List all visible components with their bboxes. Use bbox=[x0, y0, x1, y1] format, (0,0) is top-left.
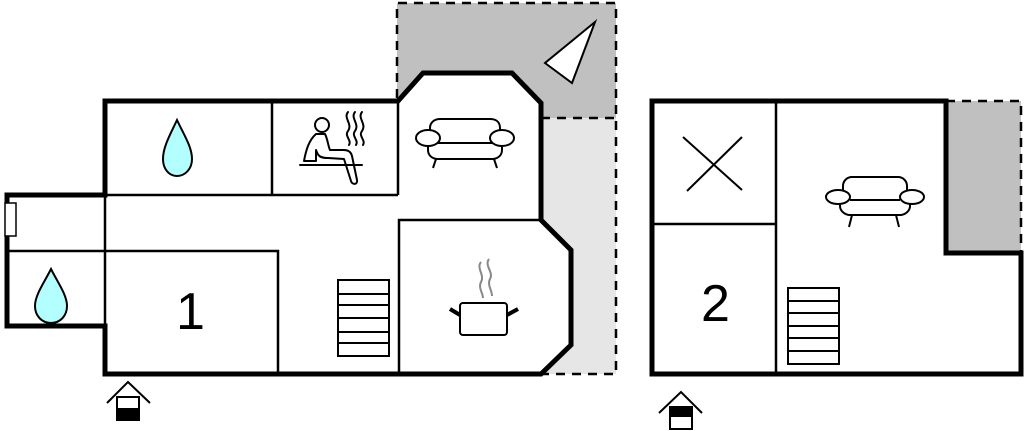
terrace-side bbox=[541, 118, 616, 374]
terrace-corner-icon bbox=[543, 18, 598, 85]
floor-2-outline bbox=[649, 98, 1024, 377]
sauna-icon bbox=[299, 111, 365, 185]
water-drop-icon bbox=[33, 266, 69, 325]
balcony-dashed-outline bbox=[946, 99, 1023, 253]
terrace-dashed-outline bbox=[395, 1, 618, 376]
floor-1 bbox=[4, 1, 618, 421]
balcony-area bbox=[946, 101, 1021, 253]
terrace-upper bbox=[397, 3, 616, 118]
wall bbox=[397, 218, 541, 374]
water-drop-icon bbox=[161, 117, 194, 178]
sofa-icon bbox=[415, 118, 515, 169]
floor-2-number: 2 bbox=[701, 275, 730, 333]
x-mark-icon bbox=[682, 136, 743, 192]
floor-2 bbox=[649, 98, 1024, 430]
stairs-icon bbox=[337, 279, 390, 357]
cooking-pot-icon bbox=[448, 258, 519, 336]
sofa-icon bbox=[825, 176, 925, 228]
stairs-icon bbox=[787, 287, 840, 365]
entrance-house-icon bbox=[106, 380, 151, 421]
entrance-house-icon bbox=[658, 390, 703, 430]
window-icon bbox=[4, 202, 17, 237]
floor-1-number: 1 bbox=[176, 283, 205, 341]
wall bbox=[105, 249, 280, 374]
